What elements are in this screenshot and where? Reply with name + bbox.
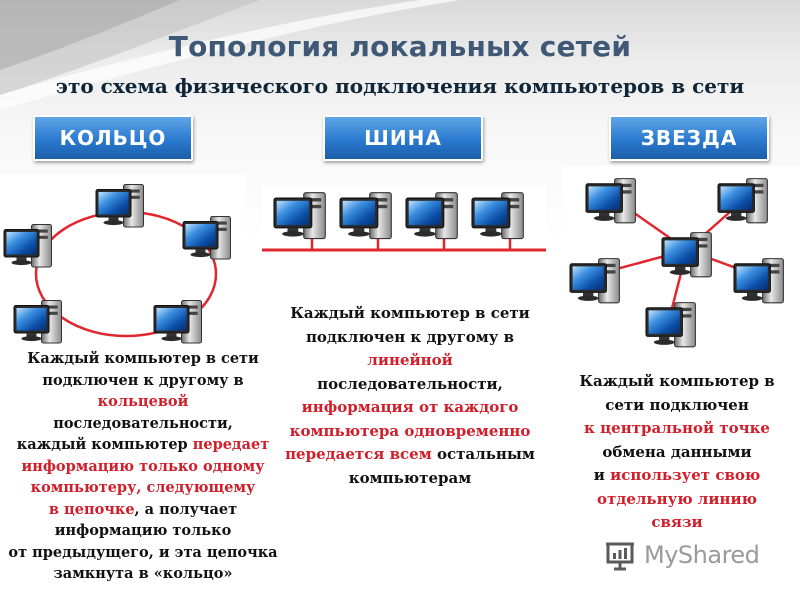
highlighted-text: компьютера одновременно xyxy=(289,421,531,440)
description-text: каждый компьютер xyxy=(16,436,193,453)
description-text: остальным xyxy=(431,445,535,463)
description-line: информация от каждого xyxy=(272,396,548,420)
star-computer-5-icon xyxy=(645,301,697,348)
highlighted-text: отдельную линию xyxy=(597,489,757,508)
description-text: последовательности, xyxy=(53,414,233,432)
description-text: обмена данными xyxy=(602,442,752,461)
page-title: Топология локальных сетей xyxy=(168,30,632,63)
description-line: информацию только xyxy=(8,520,278,542)
description-line: передается всем остальным xyxy=(272,443,548,467)
description-line: кольцевой xyxy=(8,391,278,413)
bus-topology-diagram xyxy=(262,186,546,264)
bus-computer-2-icon xyxy=(339,192,392,240)
description-line: подключен к другому в xyxy=(8,370,278,392)
star-computer-3-icon xyxy=(569,257,621,304)
description-text: подключен к другому в xyxy=(305,327,515,346)
star-computer-1-icon xyxy=(585,177,637,224)
highlighted-text: к центральной точке xyxy=(584,419,770,437)
description-text: Каждый компьютер в xyxy=(579,372,775,390)
star-description: Каждый компьютер в сети подключен к центра… xyxy=(562,370,792,535)
description-line: Каждый компьютер в xyxy=(562,370,792,394)
description-text: , а получает xyxy=(134,500,238,518)
description-line: линейной xyxy=(272,349,548,373)
description-line: обмена данными xyxy=(562,441,792,465)
description-line: информацию только одному xyxy=(8,456,278,478)
ring-computer-5-icon xyxy=(3,223,53,268)
description-line: в цепочке, а получает xyxy=(8,499,278,521)
ring-label-button[interactable]: КОЛЬЦО xyxy=(33,115,193,161)
description-text: подключен к другому в xyxy=(42,371,244,389)
description-line: каждый компьютер передает xyxy=(8,434,278,456)
logo-text: MyShared xyxy=(644,541,760,569)
highlighted-text: передается всем xyxy=(285,445,432,463)
star-topology-diagram xyxy=(562,166,800,356)
description-line: компьютера одновременно xyxy=(272,420,548,444)
star-computer-4-icon xyxy=(733,257,785,304)
description-text: информацию только xyxy=(54,522,232,539)
bus-computer-1-icon xyxy=(273,192,326,240)
ring-topology-diagram xyxy=(0,174,246,350)
description-text: и xyxy=(593,466,611,484)
description-text: последовательности, xyxy=(317,374,503,393)
bus-label-button[interactable]: ШИНА xyxy=(323,115,483,161)
description-line: к центральной точке xyxy=(562,417,792,441)
highlighted-text: связи xyxy=(651,513,703,531)
bus-description: Каждый компьютер в сети подключен к друго… xyxy=(272,302,548,490)
highlighted-text: линейной xyxy=(367,351,453,369)
highlighted-text: кольцевой xyxy=(97,393,189,410)
bus-computer-3-icon xyxy=(405,192,458,240)
description-text: замкнута в «кольцо» xyxy=(53,565,233,582)
description-text: Каждый компьютер в сети xyxy=(290,304,530,322)
description-text: от предыдущего, и эта цепочка xyxy=(8,543,278,561)
description-line: замкнута в «кольцо» xyxy=(8,563,278,585)
description-line: подключен к другому в xyxy=(272,326,548,350)
myshared-logo: MyShared xyxy=(604,538,774,572)
presentation-board-icon xyxy=(606,542,634,571)
ring-computer-4-icon xyxy=(13,299,63,344)
description-line: от предыдущего, и эта цепочка xyxy=(8,542,278,564)
highlighted-text: в цепочке xyxy=(48,500,135,518)
star-hub-computer-icon xyxy=(661,231,713,278)
description-line: и использует свою xyxy=(562,464,792,488)
description-line: Каждый компьютер в сети xyxy=(8,348,278,370)
ring-computer-3-icon xyxy=(153,299,203,344)
bus-computer-4-icon xyxy=(471,192,524,240)
highlighted-text: использует свою xyxy=(610,466,761,484)
highlighted-text: информацию только одному xyxy=(21,457,265,475)
description-text: компьютерам xyxy=(348,468,472,487)
star-label-button[interactable]: ЗВЕЗДА xyxy=(609,115,769,161)
description-text: Каждый компьютер в сети xyxy=(27,350,259,367)
ring-computer-1-icon xyxy=(95,183,145,228)
highlighted-text: информация от каждого xyxy=(301,398,519,416)
description-line: компьютеру, следующему xyxy=(8,477,278,499)
description-line: связи xyxy=(562,511,792,535)
highlighted-text: компьютеру, следующему xyxy=(30,479,256,496)
description-line: компьютерам xyxy=(272,467,548,491)
description-text: сети подключен xyxy=(605,395,749,414)
ring-computer-2-icon xyxy=(182,215,232,260)
highlighted-text: передает xyxy=(192,436,270,453)
ring-description: Каждый компьютер в сети подключен к друго… xyxy=(8,348,278,585)
description-line: Каждый компьютер в сети xyxy=(272,302,548,326)
description-line: отдельную линию xyxy=(562,488,792,512)
description-line: сети подключен xyxy=(562,394,792,418)
page-subtitle: это схема физического подключения компью… xyxy=(55,74,745,98)
description-line: последовательности, xyxy=(8,413,278,435)
description-line: последовательности, xyxy=(272,373,548,397)
